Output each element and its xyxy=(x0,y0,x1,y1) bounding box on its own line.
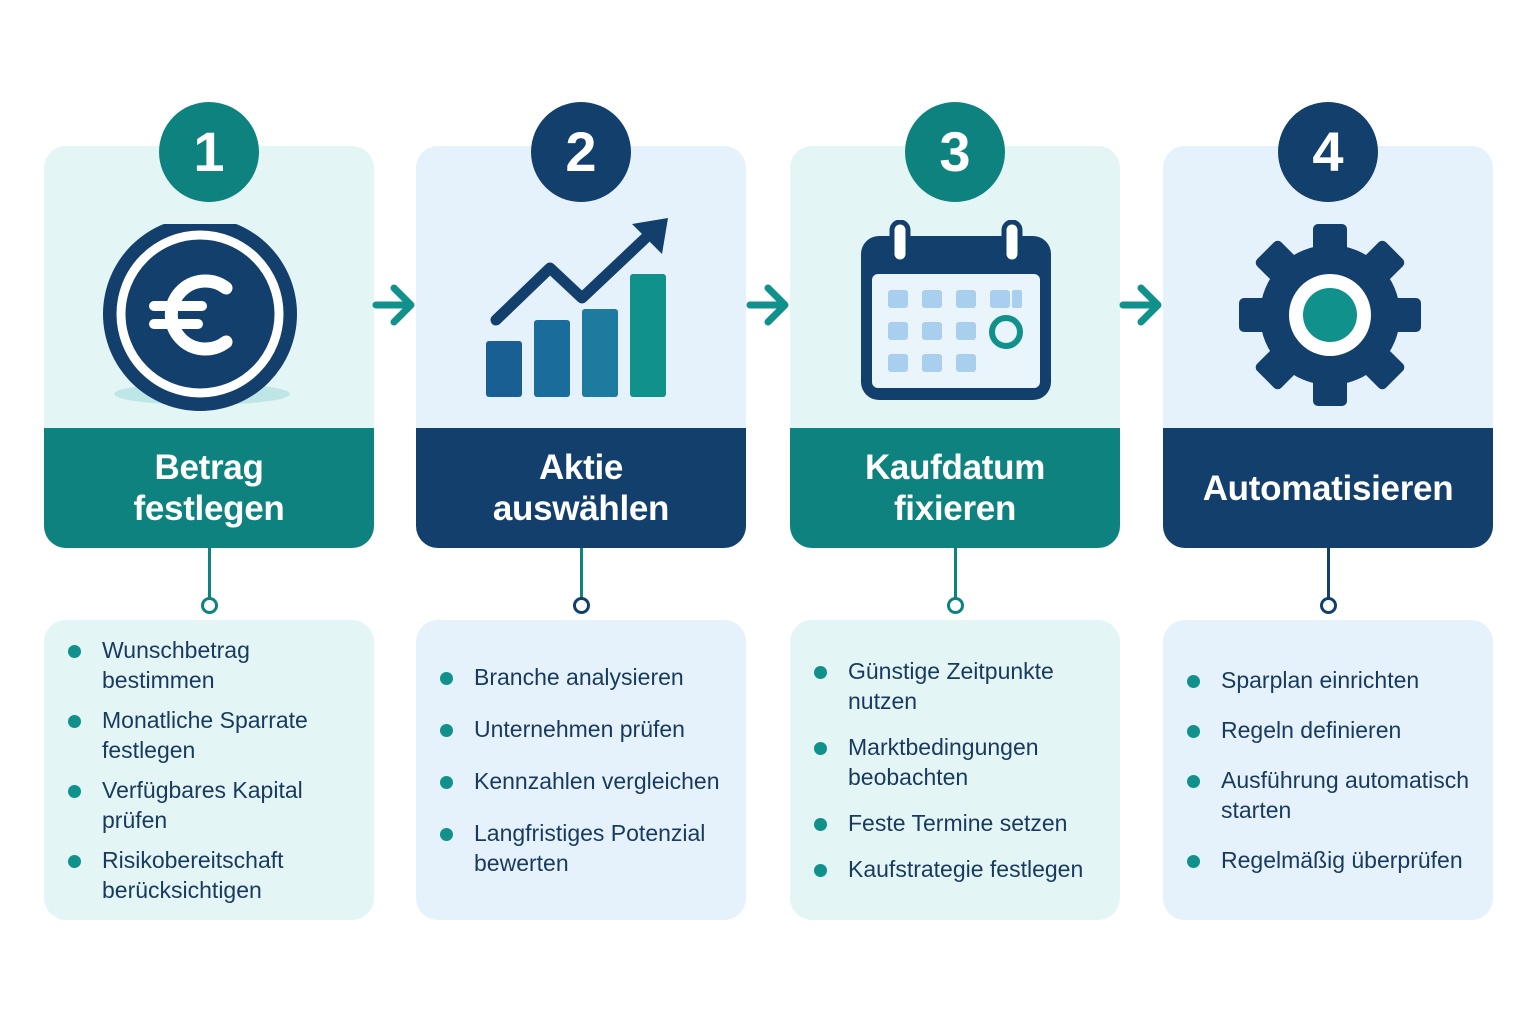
step-3: Kaufdatum fixieren 3 Günstige Zeitpunkte… xyxy=(790,0,1120,1024)
step-1-connector xyxy=(208,548,211,598)
step-1-title: Betrag festlegen xyxy=(44,428,374,548)
step-4-icon-area xyxy=(1163,146,1493,428)
step-1-icon-area xyxy=(44,146,374,428)
step-1-details: Wunschbetrag bestimmen Monatliche Sparra… xyxy=(44,620,374,920)
list-item: Ausführung automatisch starten xyxy=(1187,765,1475,825)
step-2-title: Aktie auswählen xyxy=(416,428,746,548)
step-4-card: Automatisieren xyxy=(1163,146,1493,548)
step-1-bullet-list: Wunschbetrag bestimmen Monatliche Sparra… xyxy=(68,635,356,905)
growth-chart-icon xyxy=(486,218,668,397)
list-item: Marktbedingungen beobachten xyxy=(814,732,1102,792)
step-2-number-badge: 2 xyxy=(531,102,631,202)
list-item: Monatliche Sparrate festlegen xyxy=(68,705,356,765)
gear-icon xyxy=(1239,224,1421,406)
step-3-connector xyxy=(954,548,957,598)
step-1-connector-dot xyxy=(201,597,218,614)
arrow-right-icon xyxy=(372,284,415,326)
euro-coin-icon xyxy=(103,224,297,411)
arrow-right-icon xyxy=(746,284,789,326)
step-3-details: Günstige Zeitpunkte nutzen Marktbedingun… xyxy=(790,620,1120,920)
calendar-icon xyxy=(861,220,1051,400)
list-item: Günstige Zeitpunkte nutzen xyxy=(814,656,1102,716)
list-item: Sparplan einrichten xyxy=(1187,665,1475,695)
list-item: Wunschbetrag bestimmen xyxy=(68,635,356,695)
arrow-right-icon xyxy=(1119,284,1162,326)
step-2-card: Aktie auswählen xyxy=(416,146,746,548)
list-item: Risikobereitschaft berücksichtigen xyxy=(68,845,356,905)
list-item: Kennzahlen vergleichen xyxy=(440,766,728,796)
step-3-number-badge: 3 xyxy=(905,102,1005,202)
list-item: Langfristiges Potenzial bewerten xyxy=(440,818,728,878)
list-item: Regelmäßig überprüfen xyxy=(1187,845,1475,875)
step-4-details: Sparplan einrichten Regeln definieren Au… xyxy=(1163,620,1493,920)
step-1-number-badge: 1 xyxy=(159,102,259,202)
list-item: Regeln definieren xyxy=(1187,715,1475,745)
step-2-icon-area xyxy=(416,146,746,428)
step-4: Automatisieren 4 Sparplan einrichten Reg… xyxy=(1163,0,1493,1024)
step-2-connector-dot xyxy=(573,597,590,614)
step-4-connector-dot xyxy=(1320,597,1337,614)
list-item: Feste Termine setzen xyxy=(814,808,1102,838)
list-item: Kaufstrategie festlegen xyxy=(814,854,1102,884)
step-3-title: Kaufdatum fixieren xyxy=(790,428,1120,548)
step-4-bullet-list: Sparplan einrichten Regeln definieren Au… xyxy=(1187,665,1475,875)
step-2-bullet-list: Branche analysieren Unternehmen prüfen K… xyxy=(440,662,728,878)
step-1-card: Betrag festlegen xyxy=(44,146,374,548)
list-item: Verfügbares Kapital prüfen xyxy=(68,775,356,835)
step-2: Aktie auswählen 2 Branche analysieren Un… xyxy=(416,0,746,1024)
step-4-title: Automatisieren xyxy=(1163,428,1493,548)
step-4-connector xyxy=(1327,548,1330,598)
step-4-number-badge: 4 xyxy=(1278,102,1378,202)
step-1: Betrag festlegen 1 Wunschbetrag bestimme… xyxy=(44,0,374,1024)
step-3-icon-area xyxy=(790,146,1120,428)
step-3-bullet-list: Günstige Zeitpunkte nutzen Marktbedingun… xyxy=(814,656,1102,884)
list-item: Unternehmen prüfen xyxy=(440,714,728,744)
list-item: Branche analysieren xyxy=(440,662,728,692)
step-2-connector xyxy=(580,548,583,598)
step-2-details: Branche analysieren Unternehmen prüfen K… xyxy=(416,620,746,920)
step-3-card: Kaufdatum fixieren xyxy=(790,146,1120,548)
step-3-connector-dot xyxy=(947,597,964,614)
